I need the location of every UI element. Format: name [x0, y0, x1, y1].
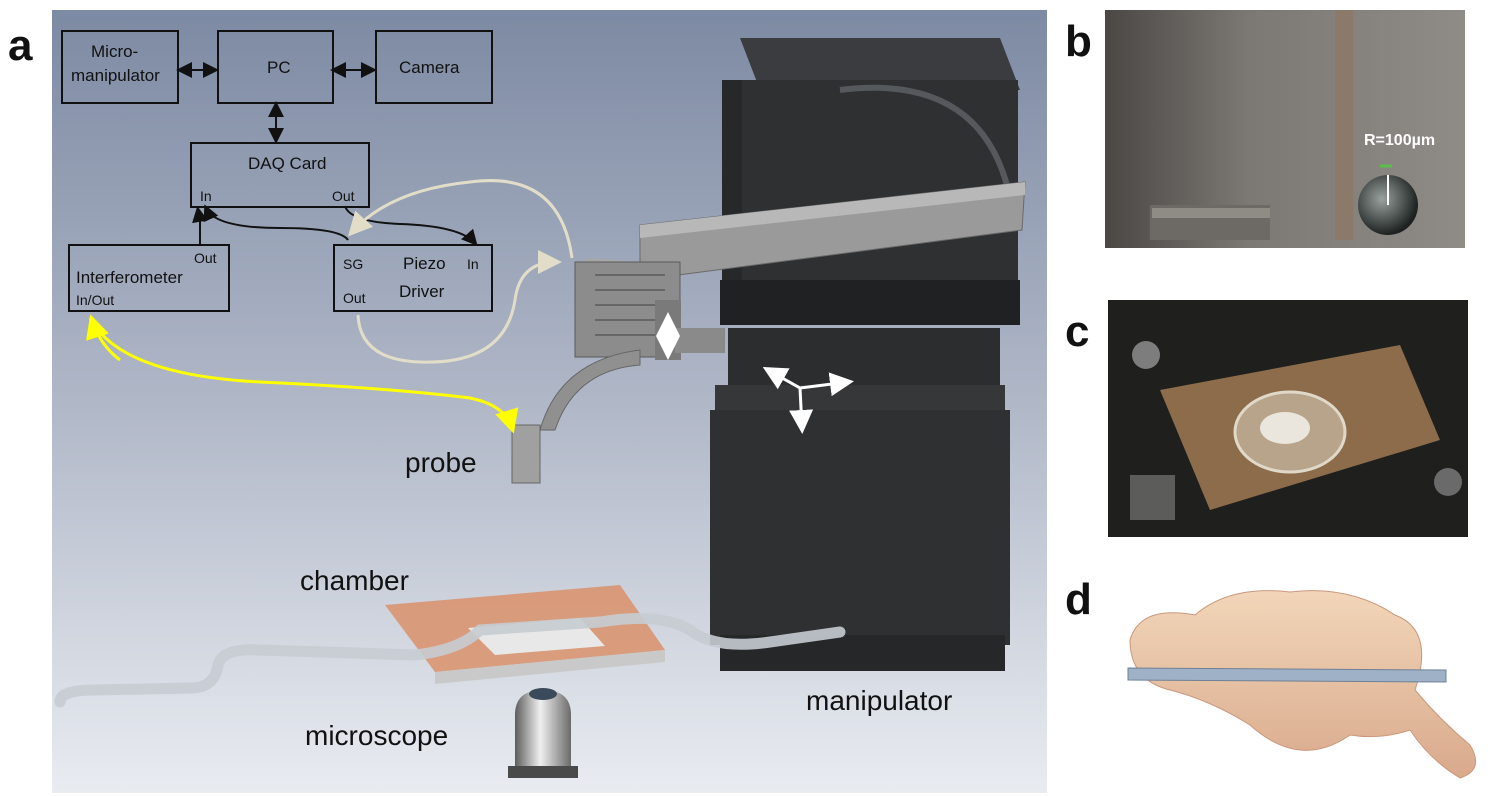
panel-letter-d: d: [1065, 575, 1092, 624]
micromanipulator-label-1: Micro-: [91, 42, 139, 61]
piezo-driver-block: SG Piezo In Out Driver: [333, 244, 493, 312]
coverslip-slab: [1127, 667, 1447, 683]
microscope-objective: [508, 688, 578, 778]
daq-card-title: DAQ Card: [248, 154, 327, 173]
brain-rendering: [1129, 590, 1477, 779]
manipulator-label: manipulator: [806, 685, 953, 716]
pc-label: PC: [267, 58, 291, 77]
panel-letter-b: b: [1065, 17, 1092, 66]
daq-in-label: In: [200, 188, 212, 204]
interferometer-title: Interferometer: [76, 268, 183, 287]
manipulator-rendering: [710, 38, 1020, 671]
daq-card-block: DAQ Card In Out: [190, 142, 370, 208]
radius-label: R=100µm: [1364, 132, 1436, 149]
micromanipulator-block: Micro- manipulator: [61, 30, 179, 104]
camera-label: Camera: [399, 58, 460, 77]
panel-letter-c: c: [1065, 307, 1090, 356]
pc-block: PC: [217, 30, 334, 104]
xyz-axes-icon: [762, 367, 854, 434]
piezo-out-label: Out: [343, 290, 366, 306]
block-connectors: [176, 62, 478, 246]
strain-gauge-cables: [347, 179, 574, 364]
piezo-label-1: Piezo: [403, 254, 446, 273]
piezo-sg-label: SG: [343, 256, 364, 272]
optical-fiber: [88, 317, 519, 434]
chamber-label: chamber: [300, 565, 409, 596]
tubing: [54, 612, 846, 708]
piezo-in-label: In: [467, 256, 479, 272]
daq-out-label: Out: [332, 188, 355, 204]
interferometer-block: Out Interferometer In/Out: [68, 244, 230, 312]
camera-block: Camera: [375, 30, 493, 104]
microscope-label: microscope: [305, 720, 449, 751]
panel-letter-a: a: [8, 21, 33, 70]
interferometer-out-label: Out: [194, 250, 217, 266]
micromanipulator-label-2: manipulator: [71, 66, 160, 85]
piezo-label-2: Driver: [399, 282, 445, 301]
probe-label: probe: [405, 447, 477, 478]
interferometer-inout-label: In/Out: [76, 292, 115, 308]
